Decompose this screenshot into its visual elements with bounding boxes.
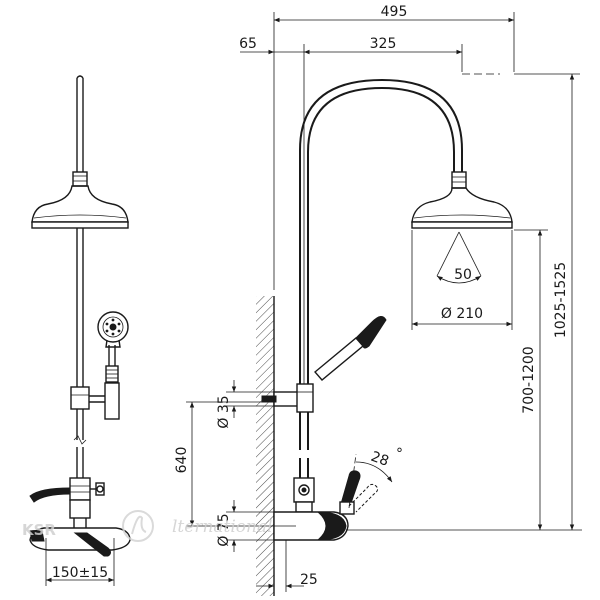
front-diverter-knob bbox=[95, 482, 105, 496]
side-head-nut bbox=[451, 171, 467, 189]
arm-reach-label: 325 bbox=[370, 36, 397, 52]
side-bracket bbox=[273, 391, 301, 407]
wall-offset-label: 65 bbox=[239, 36, 257, 52]
side-bracket-clamp bbox=[296, 383, 314, 413]
spray-angle-label: 50 bbox=[454, 267, 472, 283]
overall-height-label: 1025-1525 bbox=[553, 262, 569, 338]
front-head-nut bbox=[72, 171, 88, 187]
side-hand-shower-head bbox=[355, 316, 387, 349]
front-head-rim bbox=[31, 221, 129, 229]
side-hand-shower-handle bbox=[313, 337, 365, 381]
front-diverter bbox=[69, 477, 91, 501]
watermark-script: lternational bbox=[172, 517, 273, 537]
front-hand-holder bbox=[104, 382, 120, 420]
wall-section bbox=[256, 296, 274, 596]
front-view: 150±15 bbox=[29, 75, 131, 586]
side-head-rim bbox=[411, 221, 513, 229]
head-height-label: 700-1200 bbox=[521, 346, 537, 413]
overall-width-label: 495 bbox=[381, 4, 408, 20]
gooseneck-arm-inner bbox=[307, 86, 455, 384]
mixer-diameter-label: Ø 75 bbox=[216, 513, 232, 546]
front-riser-cap bbox=[76, 75, 84, 79]
degree-mark: ° bbox=[396, 446, 403, 462]
front-mixer-lever bbox=[73, 532, 111, 557]
front-mixer-body bbox=[69, 499, 91, 519]
front-bracket bbox=[70, 386, 90, 410]
side-view: 50 Ø 210 28 ° bbox=[174, 4, 582, 596]
handle-angle-label: 28 bbox=[369, 449, 391, 470]
watermark-mark: KSR bbox=[22, 521, 56, 539]
front-hose-outlet bbox=[29, 487, 71, 503]
head-diameter-label: Ø 210 bbox=[441, 306, 483, 322]
watermark: KSR lternational bbox=[22, 510, 273, 542]
gooseneck-arm-outer bbox=[299, 78, 463, 384]
bracket-diameter-label: Ø 35 bbox=[216, 395, 232, 428]
side-mixer-lever bbox=[340, 470, 361, 507]
watermark-logo bbox=[122, 510, 154, 542]
bracket-height-label: 640 bbox=[174, 447, 190, 474]
side-lever-open-position bbox=[348, 483, 379, 513]
mixer-projection-label: 25 bbox=[300, 572, 318, 588]
centers-label: 150±15 bbox=[52, 565, 108, 581]
